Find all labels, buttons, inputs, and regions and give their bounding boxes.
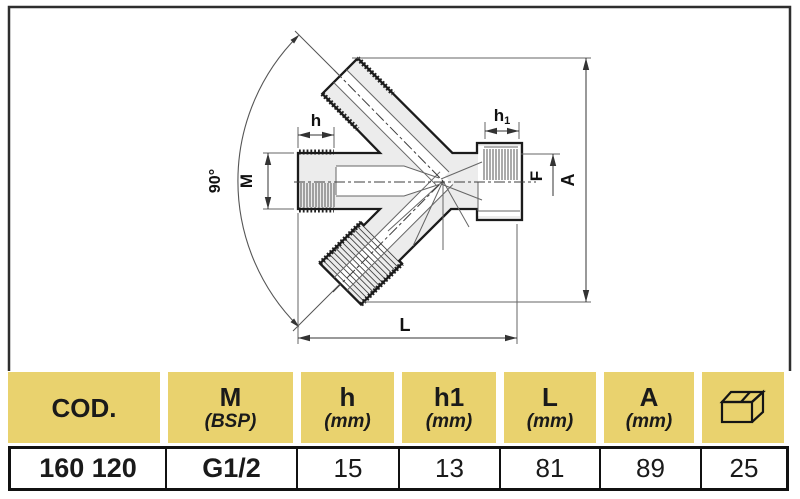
technical-drawing: 90° h h1 <box>7 5 792 371</box>
cell-m: G1/2 <box>167 449 298 488</box>
col-header-h1-label: h1 <box>433 381 465 412</box>
cell-h: 15 <box>298 449 400 488</box>
col-header-m-sub: (BSP) <box>204 410 257 432</box>
col-header-h1: h1 (mm) <box>402 372 496 443</box>
col-header-h-label: h <box>339 381 356 412</box>
cell-cod: 160 120 <box>11 449 167 488</box>
col-header-a: A (mm) <box>604 372 694 443</box>
arc-arrow-top <box>290 34 300 44</box>
cell-a: 89 <box>601 449 702 488</box>
bore-lines <box>333 69 520 291</box>
dim-label-h: h <box>311 111 321 130</box>
cell-pack: 25 <box>729 453 759 483</box>
drawing-frame <box>7 5 792 371</box>
col-header-h1-sub: (mm) <box>425 410 473 432</box>
col-header-a-label: A <box>639 381 659 412</box>
cell-l: 81 <box>501 449 601 488</box>
col-header-l-sub: (mm) <box>526 410 574 432</box>
package-box-icon <box>719 389 766 423</box>
angle-arc: 90° <box>207 30 341 332</box>
dim-label-h1-sub: 1 <box>504 115 510 127</box>
col-header-cod: COD. <box>8 372 160 443</box>
col-header-m: M (BSP) <box>168 372 293 443</box>
dimensions: h h1 M F A L <box>237 57 591 344</box>
col-header-h-sub: (mm) <box>324 410 371 432</box>
dim-label-f: F <box>527 171 546 181</box>
table-header-row: COD. M (BSP) h (mm) h1 (mm) L (mm) A (mm… <box>8 372 789 443</box>
arc-arrow-bottom <box>290 318 300 328</box>
dim-label-a: A <box>558 174 578 187</box>
dim-label-m: M <box>237 174 256 188</box>
dim-label-h1-base: h <box>494 106 504 125</box>
centerlines <box>294 69 536 293</box>
col-header-h: h (mm) <box>301 372 394 443</box>
col-header-l-label: L <box>542 381 558 412</box>
spec-table: COD. M (BSP) h (mm) h1 (mm) L (mm) A (mm… <box>8 372 789 491</box>
cell-h1: 13 <box>400 449 501 488</box>
table-row: 160 120 G1/2 15 13 81 89 25 <box>8 446 789 491</box>
col-header-a-sub: (mm) <box>625 410 673 432</box>
angle-label: 90° <box>207 169 224 193</box>
col-header-l: L (mm) <box>504 372 596 443</box>
col-header-m-label: M <box>219 381 242 412</box>
fitting-body <box>294 56 536 307</box>
dim-label-h1: h1 <box>494 106 511 127</box>
dim-label-l: L <box>400 315 411 335</box>
col-header-cod-label: COD. <box>51 392 117 423</box>
col-header-pack <box>702 372 784 443</box>
